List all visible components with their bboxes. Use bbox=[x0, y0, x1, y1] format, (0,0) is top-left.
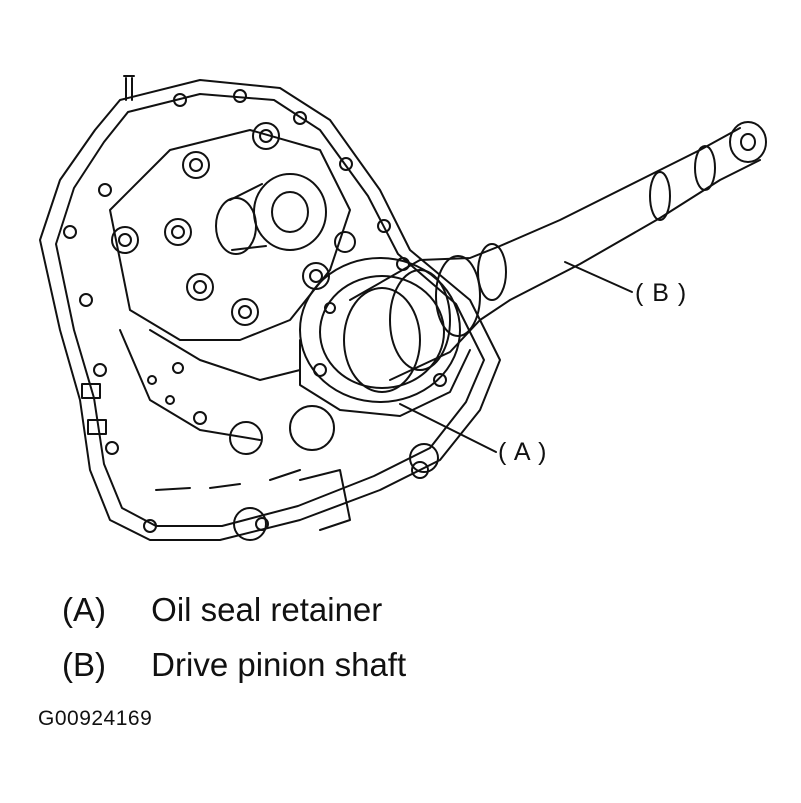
flange-bolt-holes bbox=[63, 89, 439, 541]
oil-seal-retainer bbox=[299, 257, 471, 417]
inner-bolt-bosses bbox=[111, 122, 356, 326]
lower-plate-holes bbox=[81, 362, 351, 531]
legend-key: (B) bbox=[62, 646, 106, 683]
leader-line-b bbox=[564, 261, 633, 293]
legend-text: Oil seal retainer bbox=[151, 591, 383, 628]
transmission-case-illustration bbox=[39, 75, 767, 541]
leader-line-a bbox=[399, 403, 497, 453]
legend-item-b: (B) Drive pinion shaft bbox=[62, 646, 406, 684]
legend-item-a: (A) Oil seal retainer bbox=[62, 591, 382, 629]
callout-label-a: ( A ) bbox=[498, 438, 548, 466]
legend-key: (A) bbox=[62, 591, 106, 628]
callout-label-b: ( B ) bbox=[635, 279, 688, 307]
drive-pinion-shaft bbox=[343, 121, 767, 393]
figure-code: G00924169 bbox=[38, 707, 153, 730]
legend-text: Drive pinion shaft bbox=[151, 646, 407, 683]
counter-shaft bbox=[215, 173, 327, 255]
housing-outer-flange bbox=[39, 79, 501, 541]
housing-inner-flange bbox=[55, 93, 485, 527]
inner-casting bbox=[109, 129, 351, 341]
locating-pin bbox=[123, 75, 135, 101]
